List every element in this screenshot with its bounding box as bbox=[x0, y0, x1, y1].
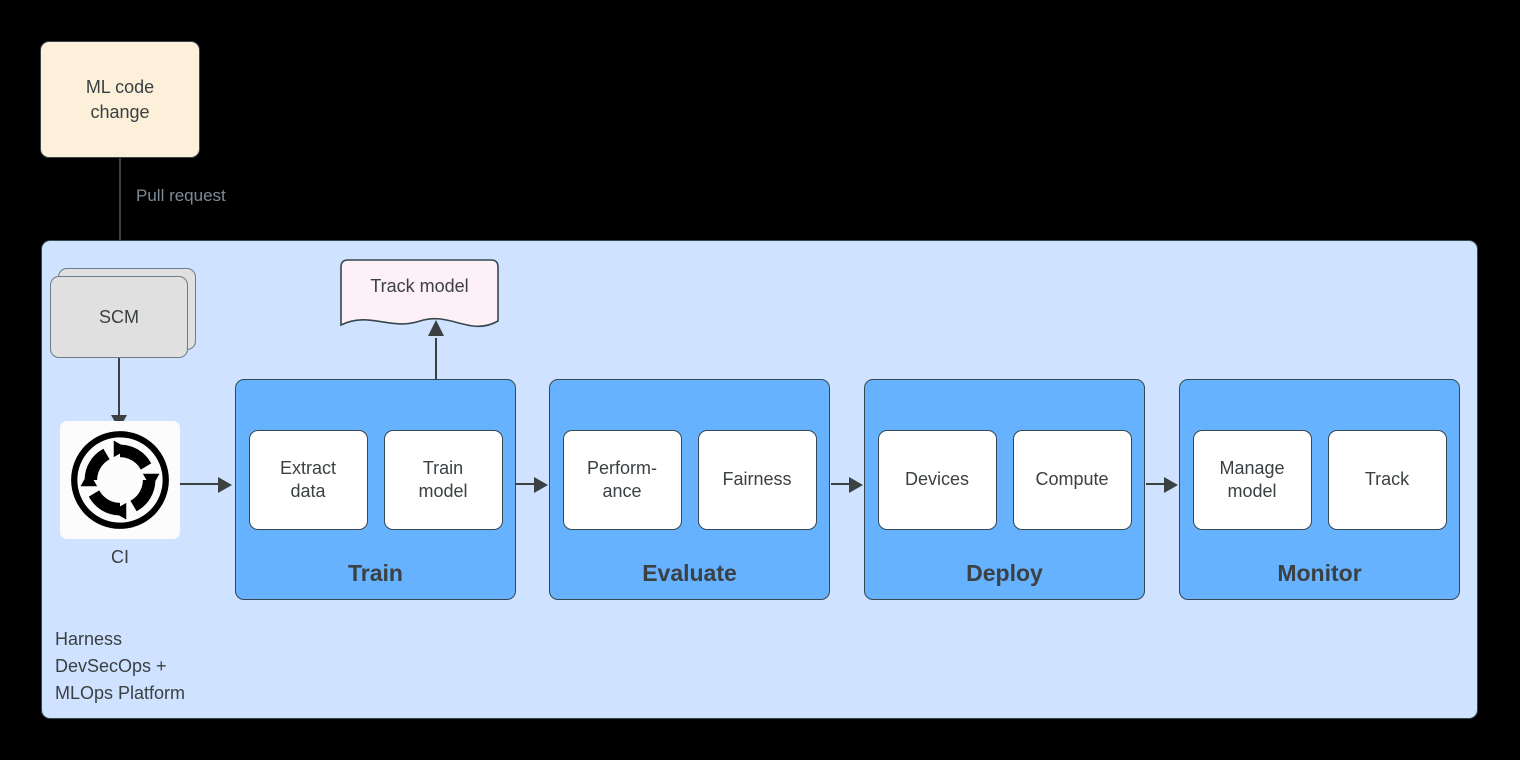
ml-code-change-label: ML code change bbox=[85, 77, 155, 122]
substep-compute[interactable]: Compute bbox=[1012, 430, 1132, 530]
substep-extract-data[interactable]: Extract data bbox=[248, 430, 368, 530]
train-to-track-model-arrowhead bbox=[428, 320, 444, 336]
evaluate-to-deploy-arrowhead bbox=[849, 477, 863, 493]
scm-to-ci-edge-line bbox=[118, 358, 120, 420]
track-model-label: Track model bbox=[370, 276, 469, 296]
train-to-evaluate-arrowhead bbox=[534, 477, 548, 493]
stage-evaluate-title: Evaluate bbox=[642, 560, 737, 586]
stage-train[interactable]: Extract data Train model Train bbox=[235, 379, 516, 600]
stage-train-title: Train bbox=[348, 560, 403, 586]
substep-manage-model[interactable]: Manage model bbox=[1192, 430, 1312, 530]
stage-evaluate-substeps: Perform- ance Fairness bbox=[550, 430, 829, 530]
scm-stack-front-layer: SCM bbox=[50, 276, 188, 358]
stage-monitor[interactable]: Manage model Track Monitor bbox=[1179, 379, 1460, 600]
train-to-track-model-edge-line bbox=[435, 338, 437, 380]
ci-label: CI bbox=[111, 547, 129, 567]
deploy-to-monitor-edge-line bbox=[1146, 483, 1167, 485]
continuous-integration-cycle-icon bbox=[71, 431, 169, 529]
scm-node: SCM bbox=[50, 268, 196, 358]
harness-platform-caption: Harness DevSecOps + MLOps Platform bbox=[55, 629, 186, 703]
substep-devices[interactable]: Devices bbox=[877, 430, 997, 530]
substep-fairness[interactable]: Fairness bbox=[697, 430, 817, 530]
ci-to-train-arrowhead bbox=[218, 477, 232, 493]
stage-deploy[interactable]: Devices Compute Deploy bbox=[864, 379, 1145, 600]
ci-to-train-edge-line bbox=[180, 483, 222, 485]
substep-performance[interactable]: Perform- ance bbox=[562, 430, 682, 530]
pull-request-edge-label: Pull request bbox=[136, 186, 226, 205]
pull-request-edge-line bbox=[119, 158, 121, 264]
evaluate-to-deploy-edge-line bbox=[831, 483, 852, 485]
substep-track[interactable]: Track bbox=[1327, 430, 1447, 530]
scm-label: SCM bbox=[99, 306, 139, 327]
stage-evaluate[interactable]: Perform- ance Fairness Evaluate bbox=[549, 379, 830, 600]
ml-code-change-node: ML code change bbox=[40, 41, 200, 158]
stage-monitor-title: Monitor bbox=[1277, 560, 1362, 586]
substep-train-model[interactable]: Train model bbox=[383, 430, 503, 530]
stage-monitor-substeps: Manage model Track bbox=[1180, 430, 1459, 530]
ci-icon-container bbox=[60, 421, 180, 539]
stage-train-substeps: Extract data Train model bbox=[236, 430, 515, 530]
track-model-document-shape bbox=[340, 259, 499, 327]
train-to-evaluate-edge-line bbox=[516, 483, 537, 485]
stage-deploy-title: Deploy bbox=[966, 560, 1043, 586]
stage-deploy-substeps: Devices Compute bbox=[865, 430, 1144, 530]
deploy-to-monitor-arrowhead bbox=[1164, 477, 1178, 493]
